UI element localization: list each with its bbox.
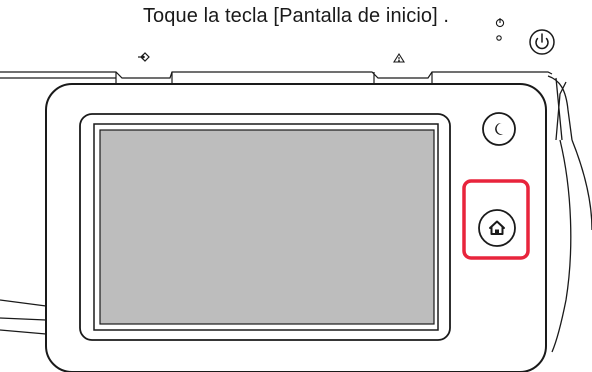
machine-top-edge — [0, 71, 553, 84]
warning-triangle-icon — [393, 52, 405, 63]
power-button-drawing — [529, 29, 555, 55]
machine-side-housing — [547, 75, 592, 353]
eco-power-icon — [495, 18, 505, 41]
instruction-text: Toque la tecla [Pantalla de inicio] . — [142, 5, 450, 27]
power-icon — [535, 37, 549, 50]
sleep-button[interactable] — [481, 111, 517, 147]
touch-screen — [99, 129, 435, 325]
home-icon — [489, 220, 505, 235]
home-highlight-frame — [462, 179, 530, 260]
home-button-drawing — [478, 209, 516, 247]
sleep-button-drawing — [482, 112, 516, 146]
home-screen-button[interactable] — [478, 210, 516, 248]
power-button[interactable] — [528, 28, 556, 56]
touch-screen-area[interactable] — [100, 130, 434, 324]
moon-icon — [495, 122, 504, 135]
machine-left-contour — [0, 299, 47, 335]
data-arrow-icon — [138, 52, 150, 62]
